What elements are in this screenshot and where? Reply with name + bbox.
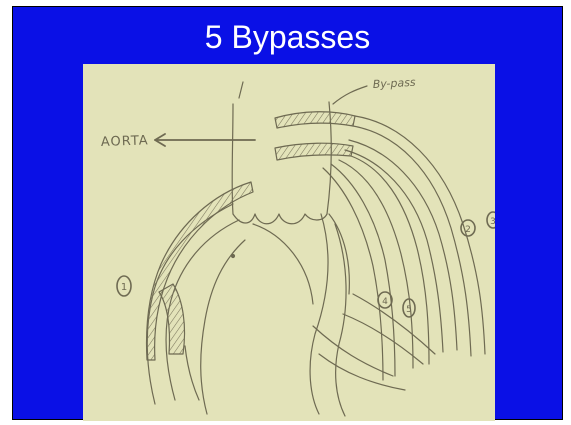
- svg-text:2: 2: [465, 225, 471, 235]
- dot-mark: [232, 255, 235, 258]
- aorta-label: AORTA: [101, 133, 149, 150]
- svg-text:4: 4: [382, 297, 388, 307]
- bypass-label: By-pass: [372, 76, 416, 91]
- heart-bypass-sketch: 1 2 3 4 5 AORT: [83, 64, 495, 421]
- slide: 5 Bypasses: [12, 6, 563, 420]
- svg-text:3: 3: [490, 217, 495, 227]
- svg-text:1: 1: [121, 282, 127, 293]
- svg-text:5: 5: [406, 305, 412, 315]
- sketch-svg: 1 2 3 4 5 AORT: [83, 64, 495, 421]
- slide-title: 5 Bypasses: [13, 17, 562, 57]
